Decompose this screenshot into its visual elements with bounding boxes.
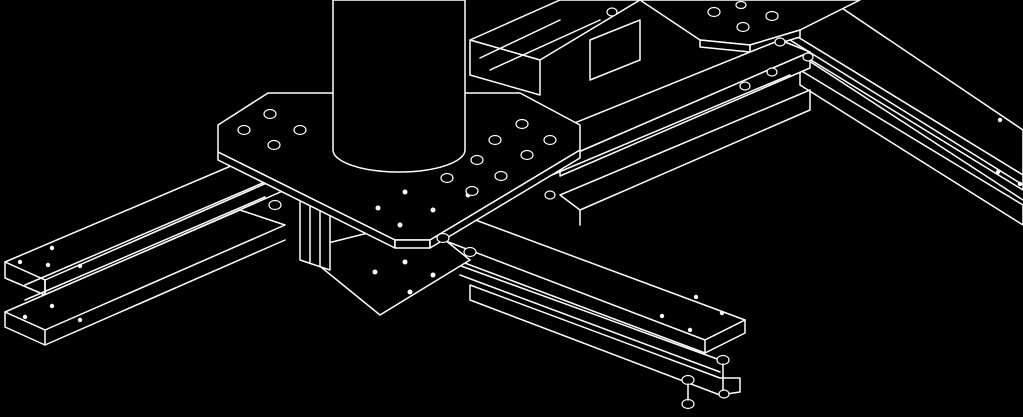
upper-plate-bolts xyxy=(544,0,814,200)
rear-transverse-beam xyxy=(469,0,641,96)
flange-holes xyxy=(17,117,1023,333)
beam-bolts xyxy=(268,199,730,410)
right-long-beam xyxy=(769,0,1023,226)
left-long-beam xyxy=(4,159,286,346)
base-plate-bolts xyxy=(237,108,557,197)
round-steel-column xyxy=(332,0,466,173)
front-right-beam xyxy=(429,217,746,396)
